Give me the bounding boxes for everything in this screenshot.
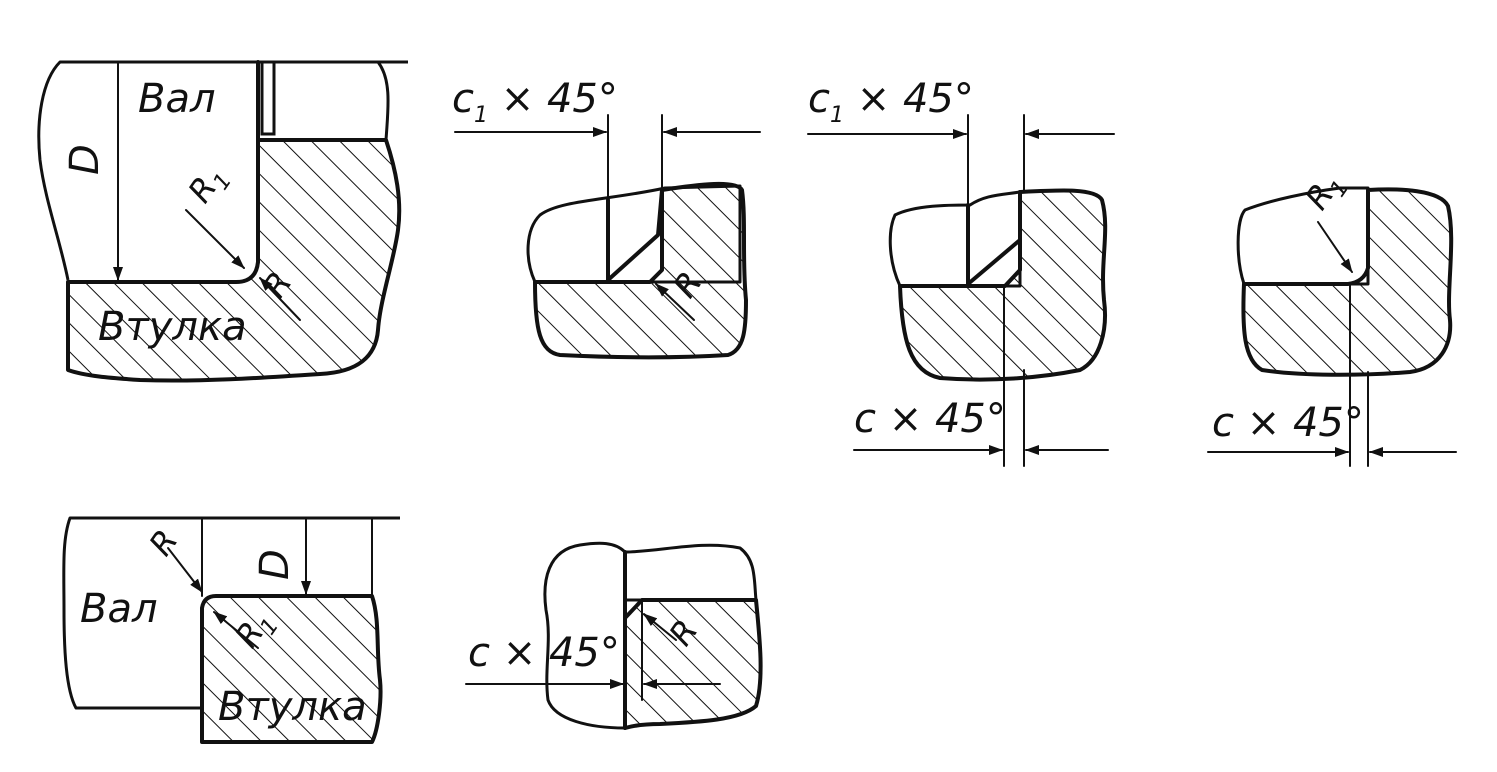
r-leader [259,277,301,321]
shaft-label-5: Вал [80,586,158,632]
upper-part-break-6 [543,541,758,730]
chamfer-edge [606,188,664,282]
r1-leader-4 [1317,221,1353,273]
lower-hatched-section-4 [1241,187,1454,377]
diameter-label: D [62,144,108,175]
c1-chamfer-label: c1 × 45° [452,76,618,128]
shaft-label: Вал [138,76,216,122]
figure-2-chamfer-c1: c1 × 45° R [452,76,761,360]
bushing-label: Втулка [98,304,247,350]
lower-hatched-section [533,181,748,360]
c-chamfer-label-6: c × 45° [468,630,620,676]
r1-leader [185,209,245,269]
c-chamfer-label-4: c × 45° [1212,400,1364,446]
figure-6-chamfer-c: c × 45° R [465,541,763,730]
c-chamfer-label-3: c × 45° [854,396,1006,442]
diameter-label-5: D [252,549,298,580]
bushing-section [66,138,402,383]
lower-hatched-section-6 [623,598,763,730]
figure-3-chamfers-c1-c: c1 × 45° c × 45° [807,76,1115,467]
r-leader-2 [655,283,695,321]
r-leader-6 [643,613,677,641]
upper-part-break-4 [1236,186,1370,286]
upper-part-break-3 [888,190,1022,288]
bushing-section-5 [200,594,383,744]
c1-chamfer-label-3: c1 × 45° [808,76,974,128]
gap-slot [260,60,276,136]
lower-hatched-section-3 [898,188,1108,382]
r1-leader-5 [213,611,259,649]
figure-4-radius-r1-chamfer-c: R1 c × 45° [1207,176,1457,467]
figure-1-shaft-in-bushing: Вал Втулка D R1 R [37,60,408,383]
chamfer-edge-3 [966,190,1022,286]
bushing-label-5: Втулка [218,684,367,730]
figure-5-shaft-shoulder: Вал Втулка D R R1 [62,516,400,744]
r-leader-5 [167,547,203,593]
